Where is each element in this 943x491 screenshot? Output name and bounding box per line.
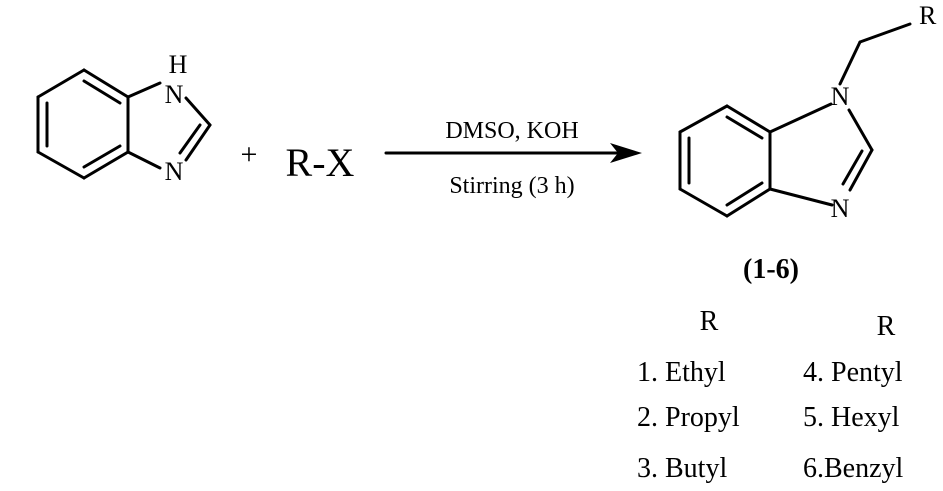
benzimidazole-reactant: H N N: [36, 50, 212, 186]
reactant-benzene-ring: [36, 68, 130, 180]
benzimidazole-product: R N N: [678, 1, 937, 223]
reagent-rx: R-X: [286, 140, 355, 185]
substituent-left-header: R: [700, 306, 719, 337]
reactant-nh-nitrogen: N: [165, 80, 184, 109]
substituent-table: R R 1. Ethyl 2. Propyl 3. Butyl 4. Penty…: [637, 306, 904, 484]
substituent-item: 6.Benzyl: [803, 453, 904, 484]
product-r-label: R: [919, 1, 937, 30]
compound-label: (1-6): [743, 254, 799, 285]
substituent-item: 1. Ethyl: [637, 357, 726, 388]
substituent-item: 3. Butyl: [637, 453, 727, 484]
product-n1-nitrogen: N: [831, 82, 850, 111]
reactant-n3-nitrogen: N: [165, 157, 184, 186]
substituent-item: 2. Propyl: [637, 402, 740, 433]
product-n-alkyl-chain: [838, 22, 912, 86]
substituent-item: 5. Hexyl: [803, 402, 900, 433]
reactant-nh-hydrogen: H: [169, 50, 188, 79]
conditions-below: Stirring (3 h): [449, 173, 574, 199]
reaction-arrow: [384, 143, 642, 163]
conditions-above: DMSO, KOH: [445, 118, 578, 144]
reactant-imidazole-ring: [126, 81, 212, 170]
substituent-right-header: R: [877, 311, 896, 342]
product-imidazole-ring: [768, 102, 874, 207]
plus-sign: +: [241, 138, 258, 171]
product-benzene-ring: [678, 104, 772, 218]
product-n3-nitrogen: N: [831, 194, 850, 223]
substituent-item: 4. Pentyl: [803, 357, 903, 388]
